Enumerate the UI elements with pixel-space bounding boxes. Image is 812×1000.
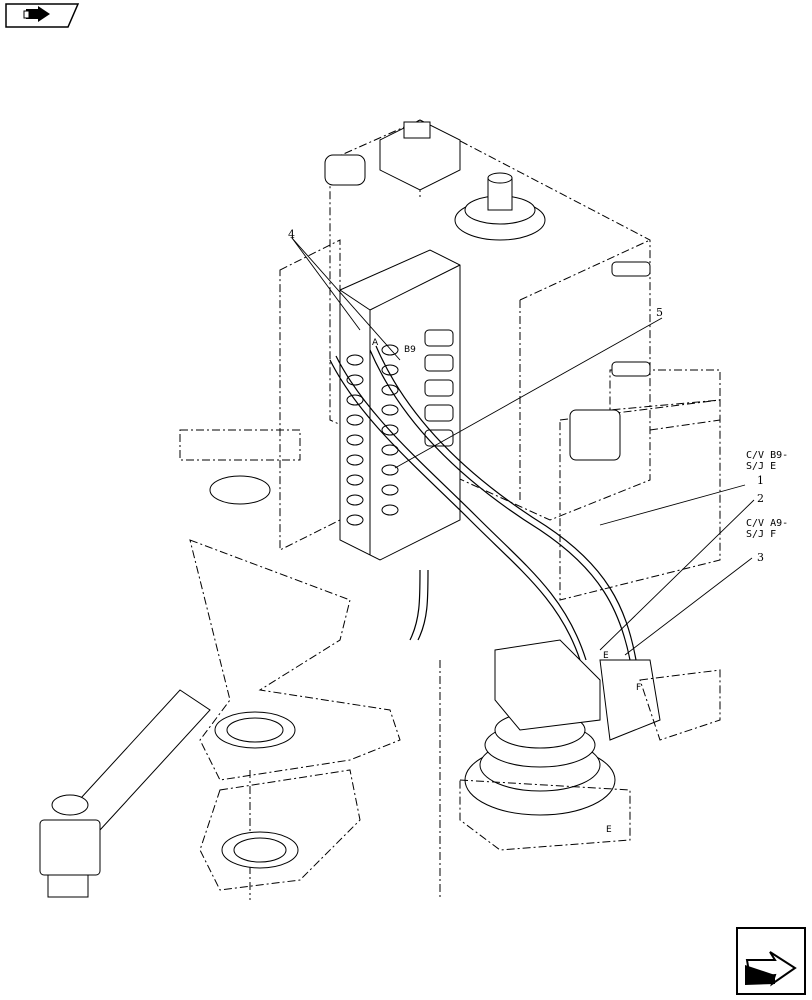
swing-motor: [464, 639, 661, 816]
boom-cylinder: [39, 689, 211, 898]
callout-1: 1: [757, 474, 764, 487]
ref-b9-line1: C/V B9-: [746, 450, 788, 461]
callout-3: 3: [757, 551, 764, 564]
callout-numbers: 4 5 1 2 3: [288, 228, 764, 564]
back-arrow-icon: [23, 6, 50, 22]
port-e-mark-lower: E: [606, 825, 612, 835]
port-b9-mark: B9: [404, 345, 416, 355]
mount-brackets: [569, 261, 651, 461]
ref-b9-line2: S/J E: [746, 461, 776, 472]
machine-line-art: [39, 119, 755, 900]
ref-a9-line1: C/V A9-: [746, 518, 788, 529]
forward-nav-button[interactable]: [736, 927, 806, 995]
back-nav-button[interactable]: [5, 3, 80, 28]
right-frame: [559, 369, 721, 601]
port-f-mark: F: [636, 683, 641, 693]
cross-reference-labels: C/V B9- S/J E C/V A9- S/J F: [746, 450, 788, 540]
ref-a9-line2: S/J F: [746, 529, 776, 540]
pivot-holes: [209, 475, 299, 869]
valve-spool-fittings: [346, 329, 454, 526]
forward-arrow-icon: [745, 951, 797, 987]
leader-lines: [291, 237, 755, 656]
port-a-mark: A: [372, 338, 379, 348]
tank-cap: [454, 172, 546, 241]
callout-4: 4: [288, 228, 295, 241]
callout-5: 5: [656, 306, 663, 319]
port-markings: B9 A E E F: [372, 338, 641, 835]
callout-2: 2: [757, 492, 764, 505]
frame-bracket: [179, 239, 341, 551]
swing-arm: [189, 539, 721, 900]
breather-fitting: [324, 119, 461, 191]
port-e-mark: E: [603, 651, 609, 661]
hydraulic-hoses: [329, 345, 637, 661]
